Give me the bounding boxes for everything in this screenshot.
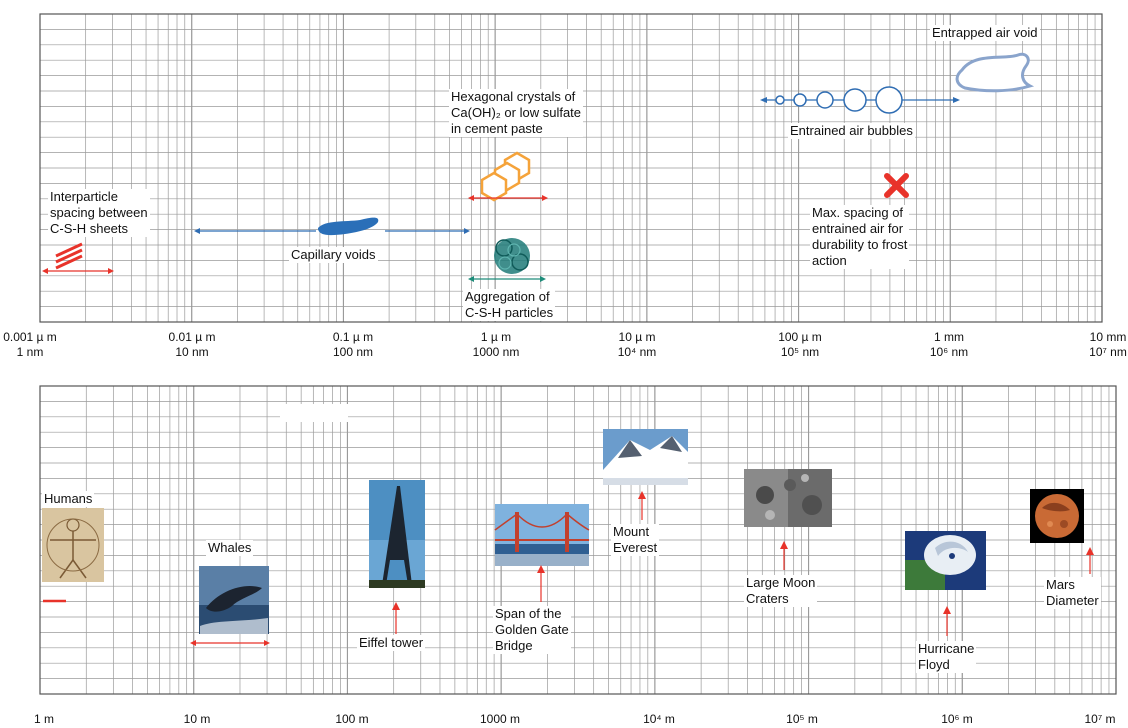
- label-moon-craters: Large Moon Craters: [744, 575, 818, 607]
- capillary-voids: [194, 217, 470, 236]
- golden-gate-line-1: Span of the: [495, 606, 562, 621]
- hex-line-1: Hexagonal crystals of: [451, 89, 576, 104]
- label-interparticle-spacing: Interparticle spacing between C-S-H shee…: [48, 189, 150, 237]
- hex-line-3: in cement paste: [451, 121, 543, 136]
- bottom-tick-3: 1000 m: [479, 712, 521, 726]
- label-mars: Mars Diameter: [1044, 577, 1101, 609]
- eiffel-tower-picture: [369, 480, 425, 588]
- label-hexagonal-crystals: Hexagonal crystals of Ca(OH)₂ or low sul…: [449, 89, 584, 137]
- blank-label-box: [280, 404, 348, 422]
- interparticle-line-1: Interparticle: [50, 189, 118, 204]
- eiffel-arrowhead: [392, 602, 400, 610]
- interparticle-spacing: [42, 242, 114, 274]
- golden-gate-line-3: Bridge: [495, 638, 533, 653]
- interparticle-line-2: spacing between: [50, 205, 148, 220]
- golden-gate-arrowhead: [537, 565, 545, 573]
- mars-picture: [1030, 489, 1084, 543]
- everest-line-2: Everest: [613, 540, 658, 555]
- csh-aggregation: [468, 238, 546, 282]
- hurricane-line-2: Floyd: [918, 657, 950, 672]
- max-spacing-x-mark: [884, 173, 909, 198]
- label-eiffel-tower: Eiffel tower: [357, 635, 426, 651]
- moon-arrowhead: [780, 541, 788, 549]
- bottom-tick-6: 10⁶ m: [941, 712, 973, 726]
- hex-crystal-range-arrow: [468, 195, 548, 201]
- hurricane-line-1: Hurricane: [918, 641, 975, 656]
- moon-craters-picture: [744, 469, 832, 527]
- hurricane-arrowhead: [943, 606, 951, 614]
- label-max-spacing: Max. spacing of entrained air for durabi…: [810, 205, 910, 269]
- grid-top: [39, 13, 1103, 323]
- everest-picture: [603, 429, 688, 485]
- label-aggregation: Aggregation of C-S-H particles: [463, 289, 556, 321]
- label-whales: Whales: [206, 540, 254, 556]
- bottom-tick-5: 10⁵ m: [786, 712, 818, 726]
- label-capillary-voids: Capillary voids: [289, 247, 378, 263]
- grid-frame: [39, 13, 1103, 323]
- aggregation-line-2: C-S-H particles: [465, 305, 554, 320]
- interparticle-line-3: C-S-H sheets: [50, 221, 129, 236]
- grid-frame: [39, 385, 1117, 695]
- mars-arrowhead: [1086, 547, 1094, 555]
- whale-range-arrow: [190, 640, 270, 646]
- everest-arrowhead: [638, 491, 646, 499]
- label-golden-gate: Span of the Golden Gate Bridge: [493, 606, 571, 654]
- bottom-tick-0: 1 m: [33, 712, 55, 726]
- bottom-tick-4: 10⁴ m: [643, 712, 675, 726]
- max-spacing-line-4: action: [812, 253, 847, 268]
- bottom-tick-2: 100 m: [335, 712, 369, 726]
- bottom-tick-7: 10⁷ m: [1084, 712, 1116, 726]
- label-everest: Mount Everest: [611, 524, 660, 556]
- moon-line-2: Craters: [746, 591, 789, 606]
- label-entrained-air-bubbles: Entrained air bubbles: [788, 123, 915, 139]
- hexagonal-crystals: [480, 151, 531, 202]
- bottom-tick-1: 10 m: [183, 712, 211, 726]
- label-entrapped-air-void: Entrapped air void: [930, 25, 1040, 41]
- max-spacing-line-1: Max. spacing of: [812, 205, 904, 220]
- mars-line-2: Diameter: [1046, 593, 1099, 608]
- max-spacing-line-2: entrained air for: [812, 221, 904, 236]
- moon-line-1: Large Moon: [746, 575, 816, 590]
- everest-line-1: Mount: [613, 524, 650, 539]
- aggregation-line-1: Aggregation of: [465, 289, 550, 304]
- hex-line-2: Ca(OH)₂ or low sulfate: [451, 105, 582, 120]
- label-humans: Humans: [42, 491, 95, 507]
- entrapped-air-void-shape: [955, 52, 1035, 93]
- mars-line-1: Mars: [1046, 577, 1075, 592]
- golden-gate-picture: [494, 504, 590, 566]
- label-hurricane: Hurricane Floyd: [916, 641, 977, 673]
- hurricane-picture: [905, 531, 986, 590]
- max-spacing-line-3: durability to frost: [812, 237, 908, 252]
- entrained-air-bubbles: [760, 86, 960, 114]
- whale-picture: [199, 566, 269, 634]
- humans-picture: [42, 508, 104, 582]
- golden-gate-line-2: Golden Gate: [495, 622, 569, 637]
